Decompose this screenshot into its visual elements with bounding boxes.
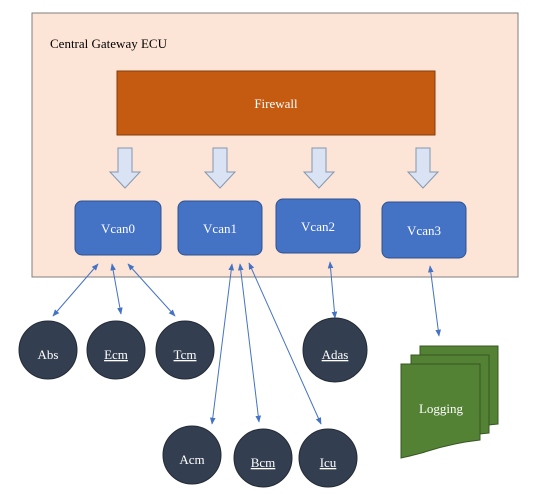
abs-label: Abs <box>38 347 59 362</box>
connector-vcan3-logging <box>428 265 441 337</box>
vcan3-label: Vcan3 <box>407 223 441 238</box>
vcan1-label: Vcan1 <box>203 221 237 236</box>
down-arrow-vcan1 <box>203 147 237 189</box>
acm-label: Acm <box>179 452 204 467</box>
icu-label: Icu <box>320 455 337 470</box>
connector-vcan1-icu <box>248 262 322 425</box>
connector-vcan1-acm <box>210 263 234 425</box>
vcan2-block: Vcan2 <box>275 198 361 254</box>
bcm-label: Bcm <box>251 455 276 470</box>
container-label: Central Gateway ECU <box>50 36 168 51</box>
vcan0-block: Vcan0 <box>74 200 162 256</box>
firewall-label: Firewall <box>254 96 298 111</box>
logging-multidocument: Logging <box>400 345 499 459</box>
ecu-node-abs: Abs <box>18 320 78 380</box>
ecm-label: Ecm <box>104 347 128 362</box>
adas-label: Adas <box>322 347 349 362</box>
vcan2-label: Vcan2 <box>301 219 335 234</box>
logging-label: Logging <box>419 401 464 416</box>
connector-vcan0-abs <box>52 263 99 317</box>
ecu-node-acm: Acm <box>162 425 222 485</box>
ecu-node-bcm: Bcm <box>233 428 293 488</box>
firewall-block <box>116 70 436 136</box>
connector-vcan0-ecm <box>110 263 123 315</box>
connector-vcan1-bcm <box>237 263 262 423</box>
down-arrow-vcan0 <box>108 147 142 189</box>
vcan3-block: Vcan3 <box>381 201 467 259</box>
ecu-node-tcm: Tcm <box>155 320 215 380</box>
connector-vcan2-adas <box>327 261 338 319</box>
ecu-node-icu: Icu <box>298 428 358 488</box>
ecu-node-ecm: Ecm <box>86 320 146 380</box>
vcan1-block: Vcan1 <box>177 200 263 256</box>
connector-vcan0-tcm <box>127 263 176 317</box>
down-arrow-vcan2 <box>302 147 336 189</box>
down-arrow-vcan3 <box>406 147 440 189</box>
vcan0-label: Vcan0 <box>101 221 135 236</box>
tcm-label: Tcm <box>174 347 197 362</box>
ecu-node-adas: Adas <box>302 317 368 383</box>
